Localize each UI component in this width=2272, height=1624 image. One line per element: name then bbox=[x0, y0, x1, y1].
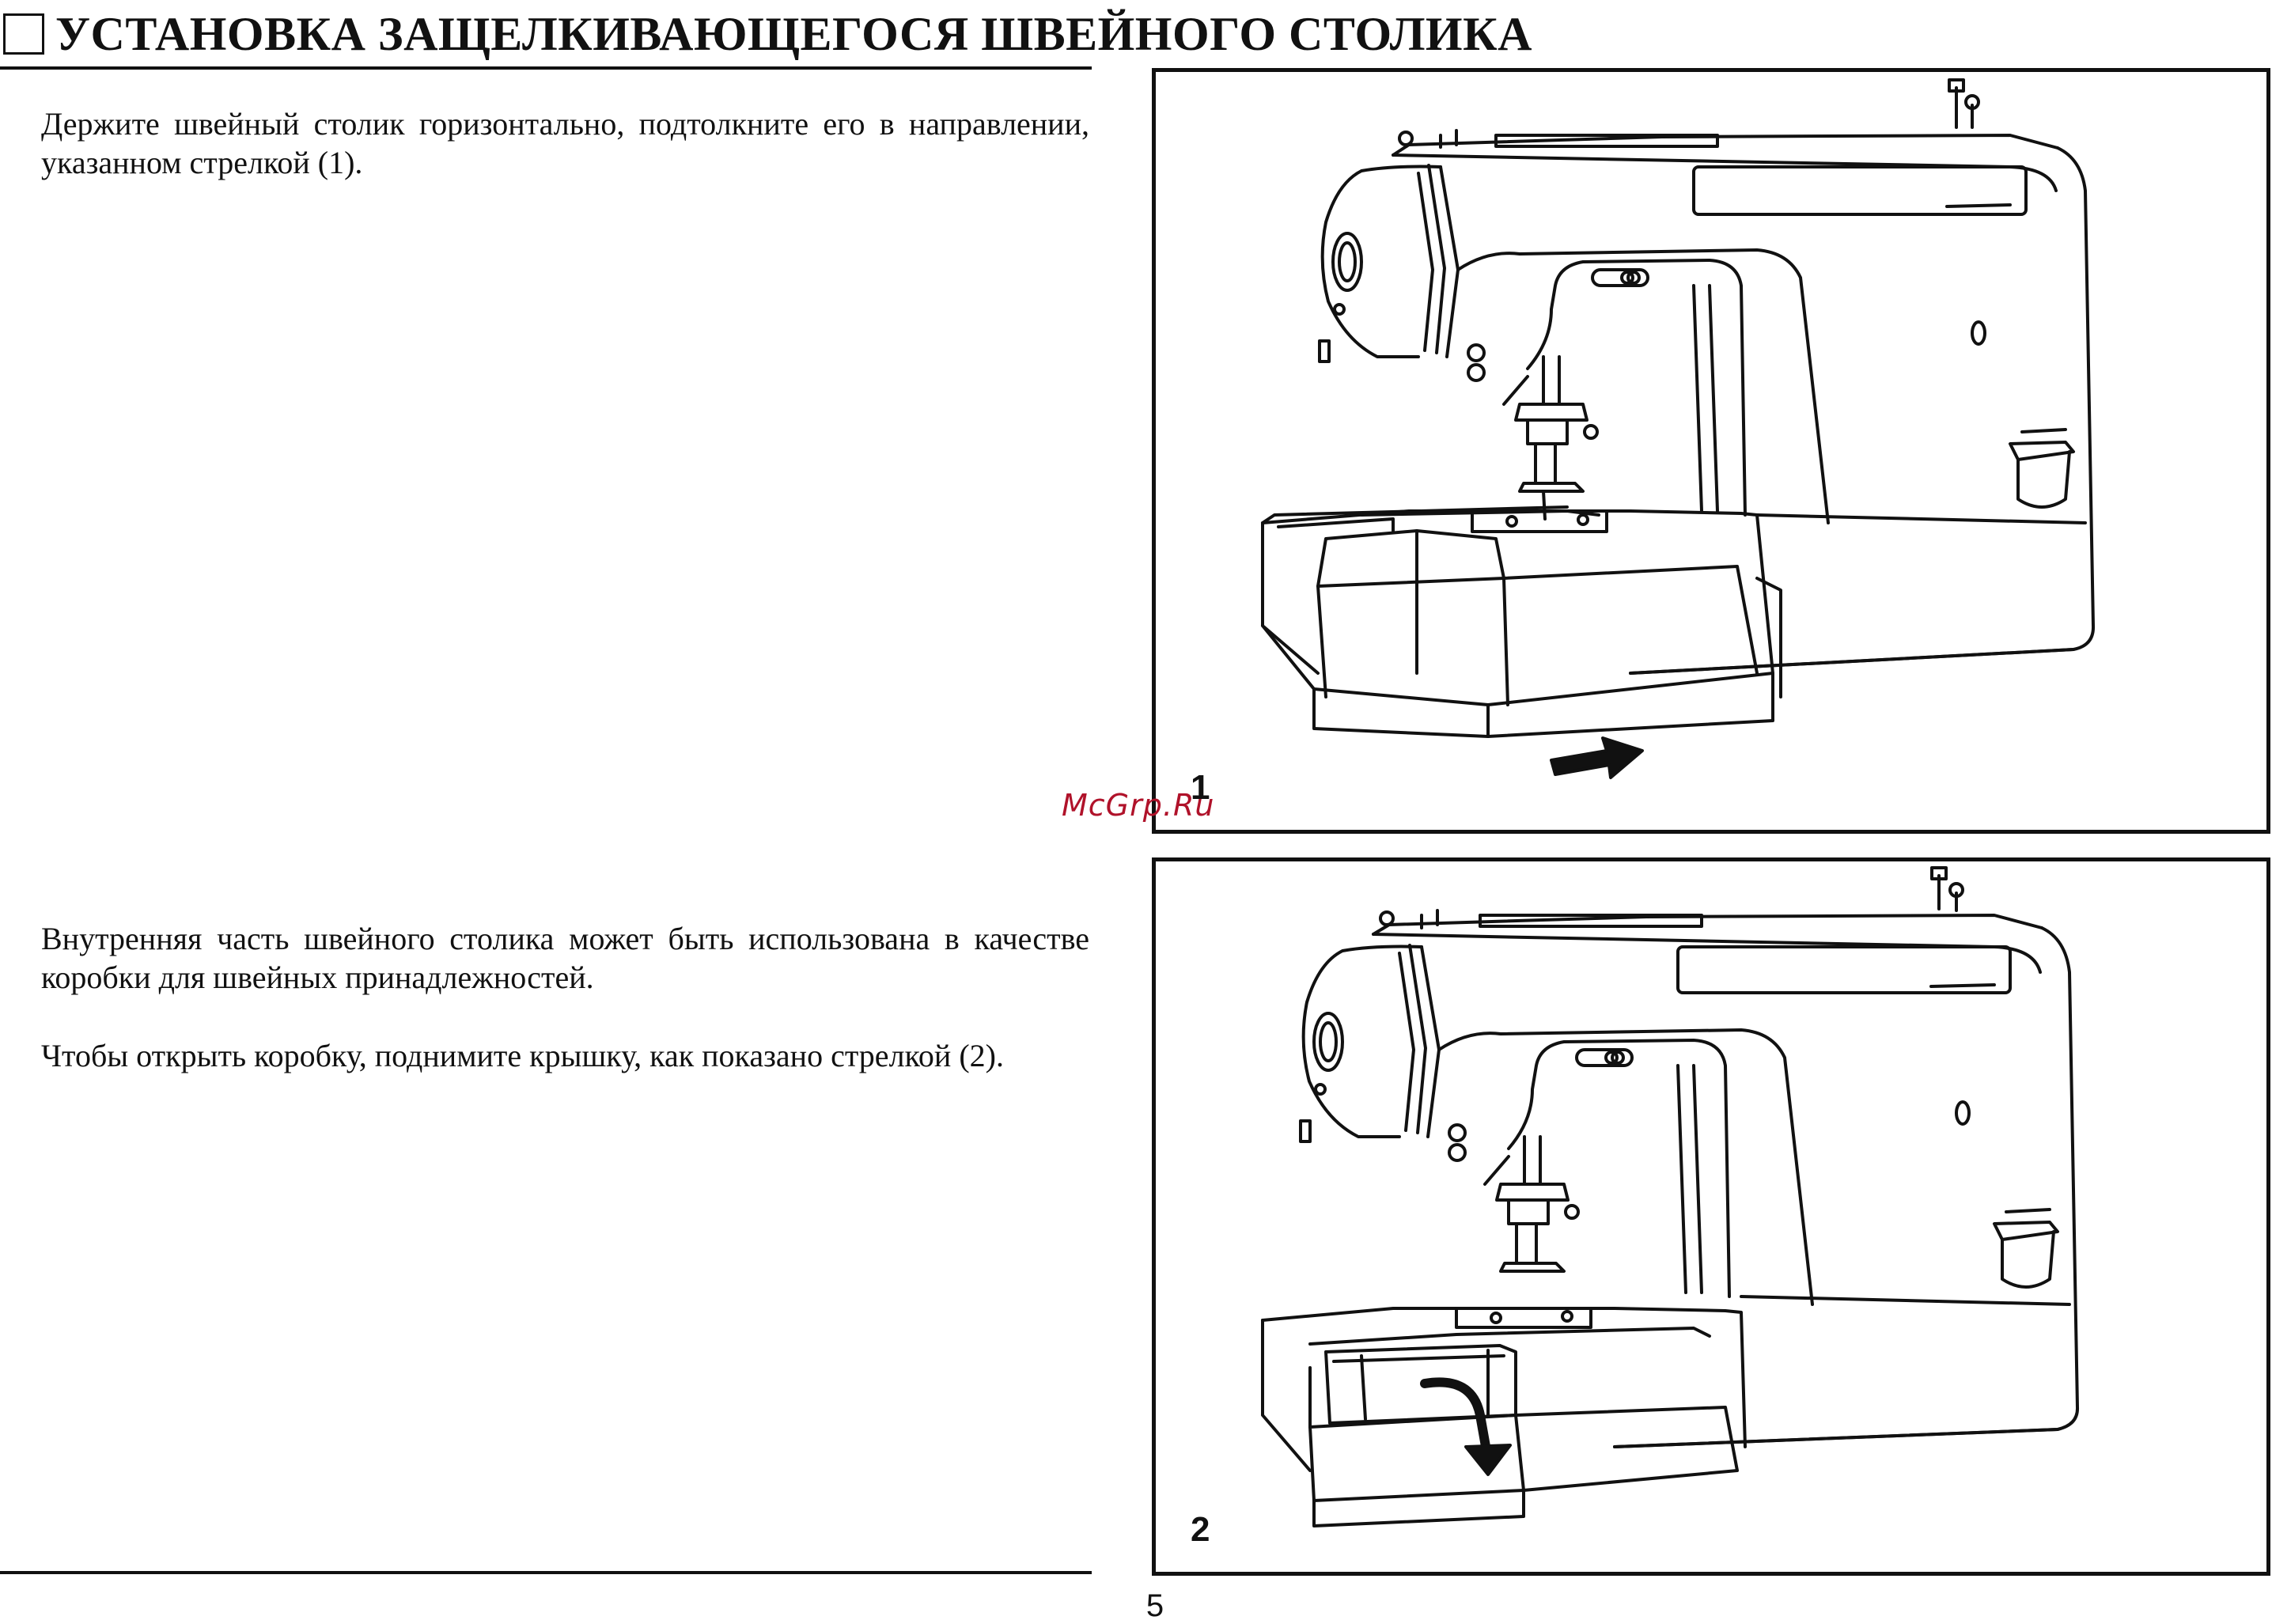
page-title: УСТАНОВКА ЗАЩЕЛКИВАЮЩЕГОСЯ ШВЕЙНОГО СТОЛ… bbox=[55, 7, 1532, 60]
page-number-value: 5 bbox=[1145, 1588, 1164, 1623]
page-number: 5 bbox=[0, 1588, 2272, 1624]
instruction-paragraph-2: Внутренняя часть швейного столика может … bbox=[41, 921, 1089, 995]
top-divider bbox=[0, 66, 1092, 70]
bottom-divider bbox=[0, 1571, 1092, 1574]
watermark-text: McGrp.Ru bbox=[1062, 788, 1215, 823]
figure-number: 2 bbox=[1191, 1510, 1210, 1549]
instruction-paragraph-1: Держите швейный столик горизонтально, по… bbox=[41, 106, 1089, 180]
sewing-machine-push-arrow-illustration-icon bbox=[1261, 78, 2096, 779]
instruction-paragraph-3: Чтобы открыть коробку, поднимите крышку,… bbox=[41, 1038, 1004, 1073]
figure-2-panel: 2 bbox=[1152, 857, 2270, 1576]
figure-1-panel: 1 bbox=[1152, 68, 2270, 834]
section-title: УСТАНОВКА ЗАЩЕЛКИВАЮЩЕГОСЯ ШВЕЙНОГО СТОЛ… bbox=[0, 0, 1532, 68]
figure-number: 1 bbox=[1191, 768, 1210, 807]
checkbox-square-icon bbox=[3, 13, 44, 55]
sewing-machine-open-box-illustration-icon bbox=[1261, 866, 2080, 1527]
